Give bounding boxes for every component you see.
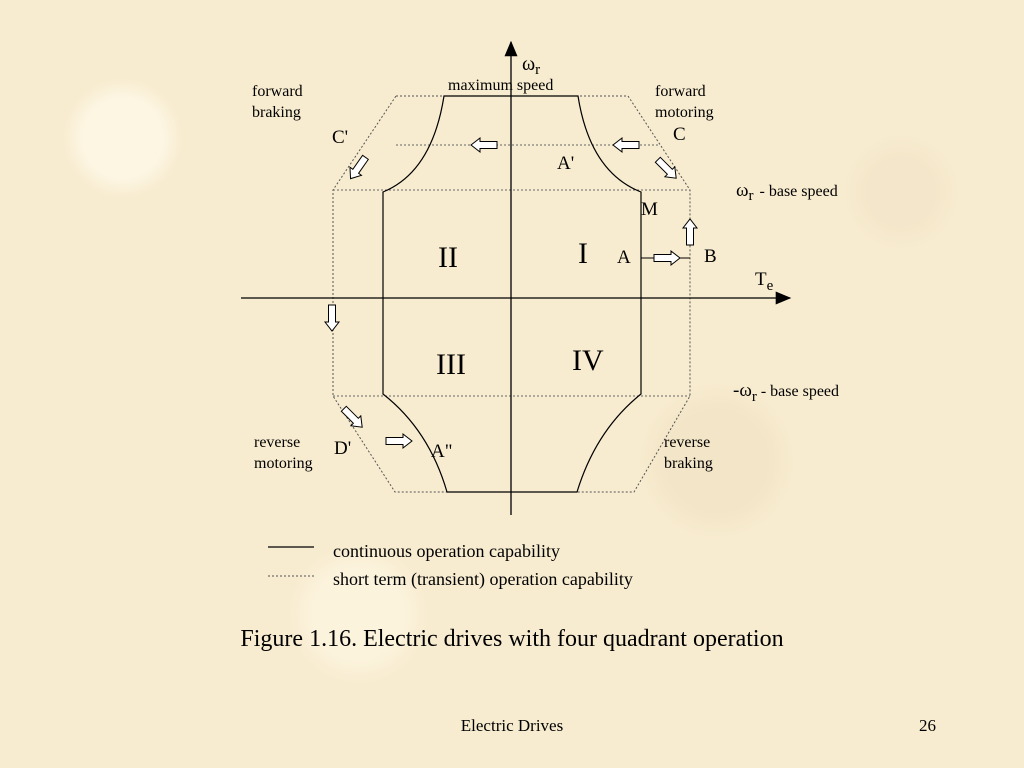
base-speed-positive-label: ωr- base speed	[736, 180, 838, 204]
point-a: A	[617, 247, 631, 268]
quadrant-2-label: II	[438, 241, 458, 274]
quadrant-4-label: IV	[572, 344, 604, 377]
base-speed-negative-label: -ωr- base speed	[733, 380, 839, 405]
page-number: 26	[919, 716, 936, 735]
point-c-prime: C'	[332, 127, 348, 148]
footer-title: Electric Drives	[460, 716, 564, 735]
point-a-double-prime: A"	[431, 441, 452, 462]
legend-continuous-label: continuous operation capability	[333, 541, 560, 561]
figure-caption: Figure 1.16. Electric drives with four q…	[240, 626, 783, 652]
speed-axis-label: ωr	[522, 53, 540, 78]
transient-boundary	[332, 95, 691, 493]
arrow-b-to-m	[682, 218, 698, 246]
legend-short-term-label: short term (transient) operation capabil…	[333, 569, 633, 590]
arrow-to-d-prime	[338, 403, 368, 433]
torque-axis-label: Te	[755, 269, 774, 294]
arrow-c-prime-down	[344, 152, 372, 184]
arrow-d-prime-to-a-double-prime	[385, 433, 413, 449]
arrow-a-to-b	[653, 250, 681, 266]
four-quadrant-diagram: ωr maximum speed Te ωr- base speed -ωr- …	[240, 40, 839, 652]
arrow-a-prime-to-axis	[470, 137, 498, 153]
continuous-boundary	[382, 95, 642, 493]
quadrant-3-label: III	[436, 348, 466, 381]
point-a-prime: A'	[557, 153, 574, 174]
point-d-prime: D'	[334, 438, 351, 459]
arrow-left-down	[324, 304, 340, 332]
point-b: B	[704, 246, 717, 267]
arrow-c-down-right	[652, 154, 682, 184]
point-c: C	[673, 124, 686, 145]
maximum-speed-label: maximum speed	[448, 77, 553, 94]
quadrant-1-label: I	[578, 237, 588, 270]
arrow-c-to-a-prime	[612, 137, 640, 153]
point-m: M	[641, 199, 658, 220]
